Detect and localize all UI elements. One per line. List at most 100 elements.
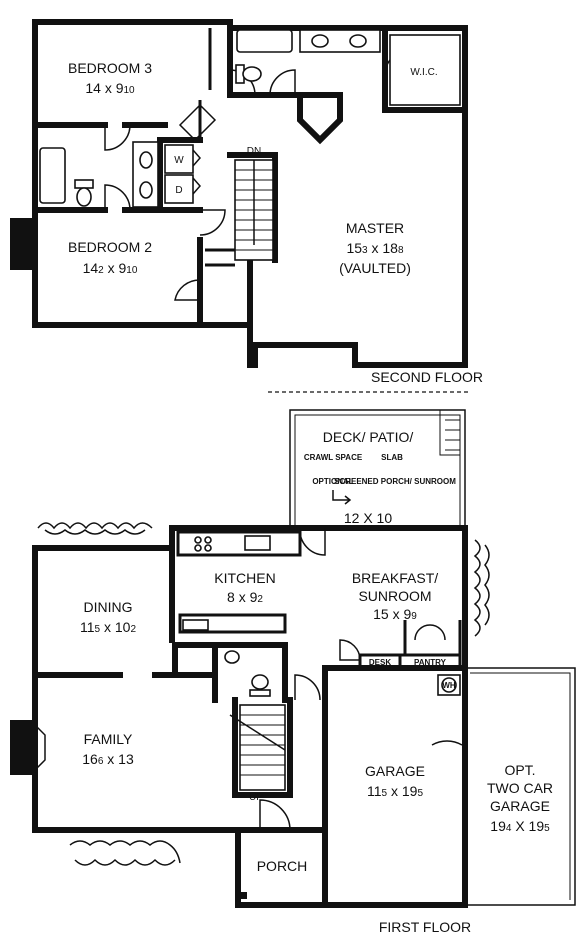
master-note: (VAULTED) [339, 260, 411, 276]
opt-garage-line2: TWO CAR [487, 780, 553, 796]
porch-walls [235, 827, 328, 908]
chimney [10, 218, 35, 270]
stair-down [234, 159, 274, 261]
powder-room-wall [172, 642, 288, 703]
wic-wall [382, 25, 468, 113]
window [285, 342, 320, 348]
refrigerator [182, 619, 209, 631]
cooktop-burner [194, 536, 202, 544]
door-swing [339, 639, 361, 661]
door-swing [414, 624, 446, 641]
stair-up [229, 704, 286, 791]
pantry-label: PANTRY [414, 658, 447, 667]
window [32, 35, 38, 60]
bedroom3-dimensions: 14 x 910 [85, 80, 135, 96]
porch-post [240, 892, 247, 899]
sink [349, 34, 367, 48]
window [32, 565, 38, 600]
window [462, 290, 468, 320]
master-name: MASTER [346, 220, 404, 236]
stair-down-label: DN [247, 146, 261, 157]
door-swing [104, 124, 131, 151]
optional-arrow [332, 490, 352, 505]
toilet-bowl [242, 66, 262, 82]
window [462, 130, 468, 160]
kitchen-dimensions: 8 x 92 [227, 589, 263, 605]
closet-doors [192, 149, 201, 195]
closet-wall [198, 28, 212, 140]
family-name: FAMILY [84, 731, 133, 747]
door-swing [299, 527, 326, 556]
dryer-label: D [175, 185, 182, 196]
door-swing [199, 209, 226, 236]
deck-inner [294, 414, 461, 525]
sink [311, 34, 329, 48]
toilet-bowl [76, 187, 92, 207]
desk-label: DESK [369, 658, 391, 667]
first-floor: WH UP DECK/ PATIO/ CRAWL SPACE SLAB OPTI… [10, 391, 576, 935]
stair-up-label: UP [249, 792, 263, 803]
first-floor-title: FIRST FLOOR [379, 919, 471, 935]
second-floor-title: SECOND FLOOR [371, 369, 483, 385]
door-swing [294, 674, 321, 701]
door-swing [174, 279, 201, 301]
opt-garage-inner [470, 672, 571, 900]
shrub [69, 840, 181, 866]
deck-name: DECK/ PATIO/ [323, 429, 414, 445]
door-swing [269, 69, 296, 96]
toilet-tank [249, 689, 271, 697]
deck-screened-label: SCREENED PORCH/ SUNROOM [334, 477, 456, 486]
opt-garage-line3: GARAGE [490, 798, 550, 814]
stair-wall [232, 697, 293, 798]
cooktop-burner [204, 544, 212, 552]
bedroom2-dimensions: 142 x 910 [83, 260, 138, 276]
stair-hall-wall [227, 152, 278, 263]
bathtub [236, 29, 293, 53]
second-floor: W D DN BEDROOM 3 14 x 910 BEDROOM 2 142 … [10, 19, 483, 385]
master-closet-wall [297, 92, 343, 145]
family-dimensions: 166 x 13 [82, 751, 134, 767]
kitchen-name: KITCHEN [214, 570, 275, 586]
breakfast-dimensions: 15 x 99 [373, 606, 417, 622]
bedroom3-name: BEDROOM 3 [68, 60, 152, 76]
dining-name: DINING [84, 599, 133, 615]
deck-optional-label: OPTIONAL [312, 477, 353, 486]
fireplace [10, 720, 35, 775]
pantry-walls [403, 620, 462, 655]
shrub [37, 522, 153, 535]
garage-dimensions: 115 x 195 [367, 783, 423, 799]
water-heater-icon [441, 677, 457, 693]
bathtub [39, 147, 66, 204]
window [462, 860, 468, 895]
toilet-bowl [251, 674, 269, 690]
door-swing [104, 184, 131, 211]
wic-label: W.I.C. [410, 67, 437, 78]
porch-name: PORCH [257, 858, 308, 874]
opt-garage-outline [465, 667, 576, 906]
door-swing [259, 799, 291, 831]
deck-slab-label: SLAB [381, 453, 403, 462]
window [420, 525, 455, 531]
kitchen-sink [244, 535, 271, 551]
hall-bath-wall [157, 137, 203, 213]
window [140, 322, 180, 328]
breakfast-name-2: SUNROOM [358, 588, 431, 604]
island [178, 613, 287, 634]
sink [224, 650, 240, 664]
cooktop-burner [204, 536, 212, 544]
washer [164, 144, 194, 174]
washer-label: W [174, 155, 184, 166]
linen-wall [205, 248, 235, 267]
bedroom2-name: BEDROOM 2 [68, 239, 152, 255]
shrub [473, 539, 490, 637]
wic-shelf [389, 34, 461, 106]
deck-crawl-label: CRAWL SPACE [304, 453, 363, 462]
dining-dimensions: 115 x 102 [80, 619, 136, 635]
window [462, 545, 468, 595]
opt-garage-dimensions: 194 X 195 [490, 818, 550, 834]
door-swing [178, 103, 217, 142]
dryer [164, 174, 194, 204]
sink [139, 151, 153, 169]
water-heater-label: WH [442, 681, 456, 690]
